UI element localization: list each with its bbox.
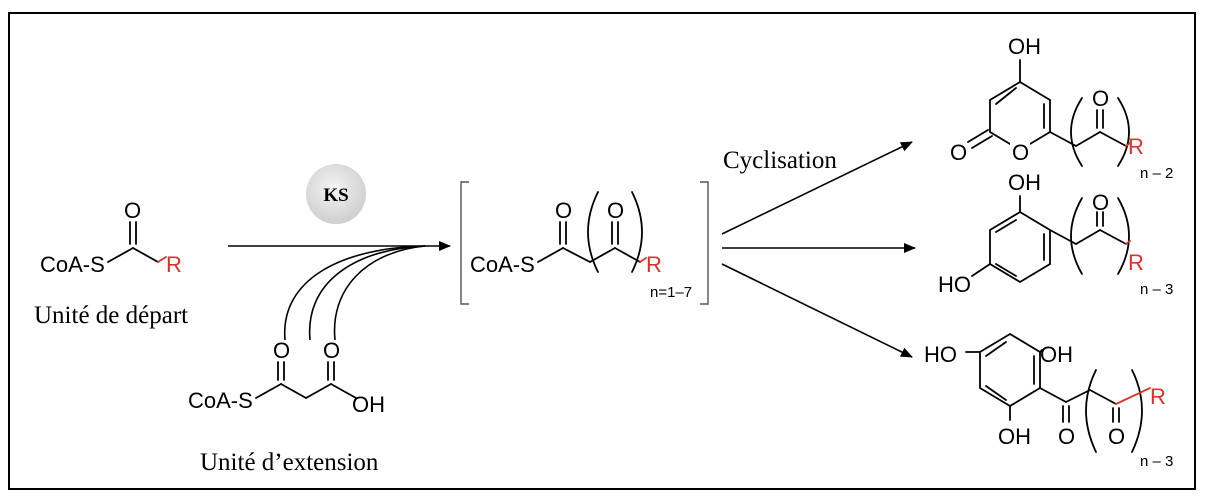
extender-curve-2 xyxy=(308,245,426,341)
phloro-hydroxyl-left: HO xyxy=(924,342,957,367)
extender-caption: Unité d’extension xyxy=(200,449,379,476)
pyrone-carbonyl-oxygen: O xyxy=(950,140,967,165)
intermediate-coa-s: CoA-S xyxy=(470,252,535,277)
pyrone-hydroxyl: OH xyxy=(1008,34,1041,59)
intermediate-subscript: n=1–7 xyxy=(650,284,692,301)
intermediate-oxygen-2: O xyxy=(607,198,624,223)
paren-right xyxy=(631,191,643,273)
bracket-right xyxy=(700,181,709,305)
extender-oxygen-2: O xyxy=(323,338,340,363)
extender-oxygen-1: O xyxy=(273,338,290,363)
cyclisation-label: Cyclisation xyxy=(723,147,837,174)
starter-coa-s: CoA-S xyxy=(40,252,105,277)
product-phloroglucinol: HO OH OH O O R n – 3 xyxy=(924,332,1173,470)
starter-caption: Unité de départ xyxy=(34,302,188,329)
starter-r-group: R xyxy=(166,252,182,277)
product-pyrone: OH O O O R n – 2 xyxy=(950,34,1173,182)
bracket-left xyxy=(460,181,469,305)
resorcinol-subscript: n – 3 xyxy=(1140,281,1173,298)
phloro-hydroxyl-bottom: OH xyxy=(998,424,1031,449)
arrow-to-product-1 xyxy=(721,141,913,235)
phloro-chain-oxygen: O xyxy=(1108,424,1125,449)
intermediate: CoA-S O O R n=1–7 xyxy=(460,181,709,305)
starter-unit: CoA-S O R Unité de départ xyxy=(34,198,188,329)
phloro-ketone-oxygen: O xyxy=(1058,424,1075,449)
extender-unit: CoA-S O O OH Unité d’extension xyxy=(188,338,385,476)
extender-coa-s: CoA-S xyxy=(188,388,253,413)
extender-hydroxyl: OH xyxy=(352,392,385,417)
resorcinol-hydroxyl-left: HO xyxy=(938,272,971,297)
paren-left xyxy=(587,191,599,273)
pyrone-chain-oxygen: O xyxy=(1092,86,1109,111)
phloro-hydroxyl-right: OH xyxy=(1040,342,1073,367)
ks-enzyme: KS xyxy=(306,164,366,224)
resorcinol-r-group: R xyxy=(1128,250,1144,275)
extender-curve-1 xyxy=(284,245,426,341)
resorcinol-chain-oxygen: O xyxy=(1092,190,1109,215)
diagram-frame xyxy=(8,12,1196,490)
phloro-r-group: R xyxy=(1150,384,1166,409)
resorcinol-hydroxyl-top: OH xyxy=(1008,170,1041,195)
phloro-subscript: n – 3 xyxy=(1140,453,1173,470)
ks-label: KS xyxy=(323,185,348,206)
extender-curve-3 xyxy=(333,245,426,341)
arrow-to-product-3 xyxy=(721,263,913,358)
product-resorcinol: OH HO O R n – 3 xyxy=(938,170,1173,298)
starter-oxygen: O xyxy=(124,198,141,223)
pyrone-subscript: n – 2 xyxy=(1140,165,1173,182)
pyrone-r-group: R xyxy=(1128,134,1144,159)
intermediate-oxygen-1: O xyxy=(555,198,572,223)
pyrone-ring-oxygen: O xyxy=(1012,140,1029,165)
intermediate-r-group: R xyxy=(646,252,662,277)
